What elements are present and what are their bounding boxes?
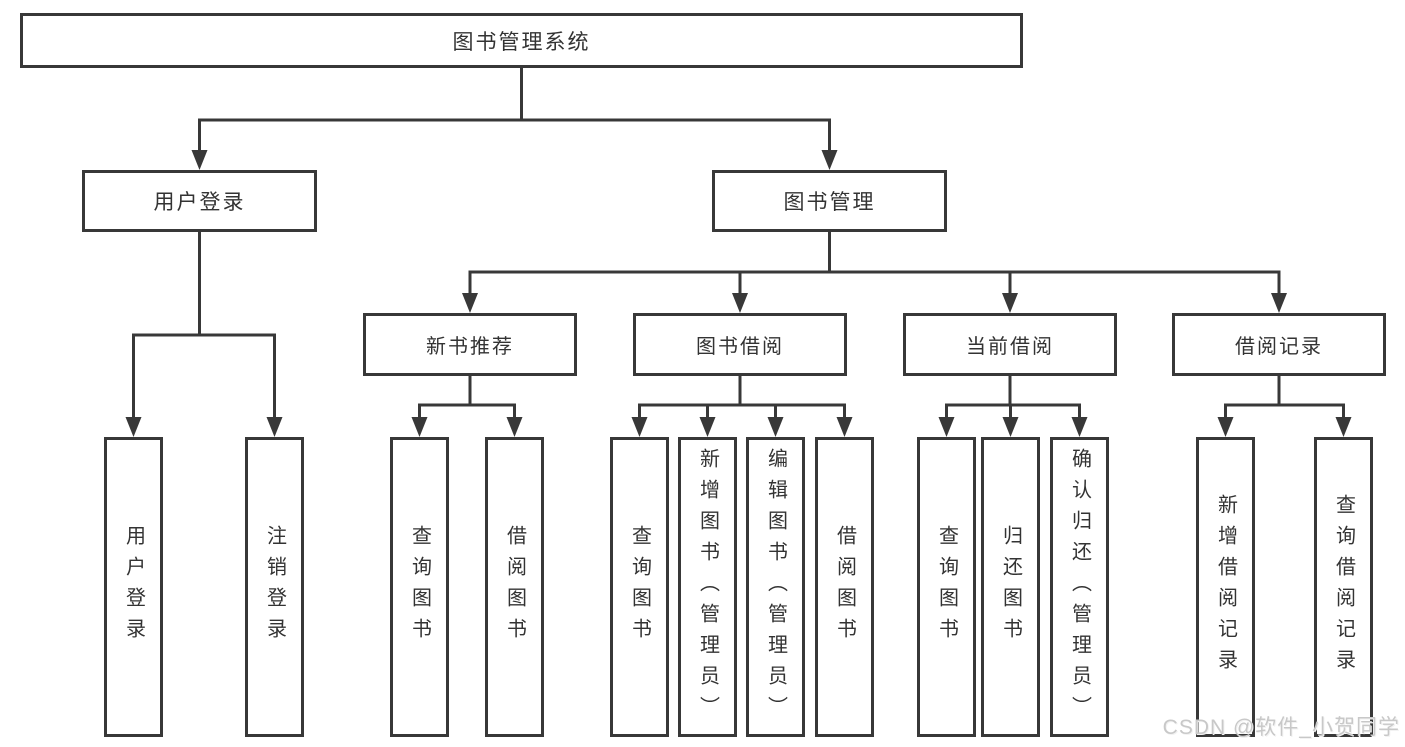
leaf-logout: 注销登录 — [245, 437, 304, 737]
connector-cur-bar — [945, 403, 1081, 420]
arrowhead-current-borrowing — [1002, 293, 1018, 313]
node-label: 图书借阅 — [696, 336, 784, 358]
leaf-label: 注销登录 — [263, 525, 286, 649]
node-book-borrowing: 图书借阅 — [633, 313, 847, 376]
leaf-label: 编辑图书（管理员） — [764, 447, 787, 727]
leaf-label: 查询借阅记录 — [1332, 494, 1355, 680]
arrowhead-bor-edit-books — [767, 417, 784, 437]
leaf-label: 用户登录 — [122, 525, 145, 649]
arrowhead-bor-borrow-books — [836, 417, 853, 437]
leaf-borrowing-edit-books-admin: 编辑图书（管理员） — [746, 437, 805, 737]
node-label: 当前借阅 — [966, 336, 1054, 358]
node-new-book-recommend: 新书推荐 — [363, 313, 577, 376]
leaf-label: 查询图书 — [935, 525, 958, 649]
node-borrowing-records: 借阅记录 — [1172, 313, 1386, 376]
arrowhead-login-logout — [266, 417, 283, 437]
arrowhead-bor-query-books — [631, 417, 648, 437]
leaf-label: 归还图书 — [999, 525, 1022, 649]
arrowhead-login-user-login — [125, 417, 142, 437]
node-library-management-system: 图书管理系统 — [20, 13, 1023, 68]
connector-log-bar — [1224, 403, 1345, 420]
arrowhead-cur-confirm-return — [1071, 417, 1088, 437]
arrowhead-nbr-borrow-books — [506, 417, 523, 437]
leaf-label: 确认归还（管理员） — [1068, 447, 1091, 727]
node-label: 图书管理系统 — [452, 30, 591, 54]
leaf-label: 新增借阅记录 — [1214, 494, 1237, 680]
node-current-borrowing: 当前借阅 — [903, 313, 1117, 376]
leaf-label: 查询图书 — [628, 525, 651, 649]
leaf-records-query-borrow-record: 查询借阅记录 — [1314, 437, 1373, 737]
arrowhead-new-book-recommend — [462, 293, 478, 313]
leaf-user-login: 用户登录 — [104, 437, 163, 737]
leaf-label: 新增图书（管理员） — [696, 447, 719, 727]
node-label: 新书推荐 — [426, 336, 514, 358]
leaf-records-add-borrow-record: 新增借阅记录 — [1196, 437, 1255, 737]
node-label: 借阅记录 — [1235, 336, 1323, 358]
arrowhead-book-management — [821, 150, 838, 170]
arrowhead-cur-return-books — [1002, 417, 1019, 437]
leaf-recommend-query-books: 查询图书 — [390, 437, 449, 737]
arrowhead-user-login — [191, 150, 208, 170]
node-label: 图书管理 — [783, 191, 876, 214]
leaf-recommend-borrow-books: 借阅图书 — [485, 437, 544, 737]
arrowhead-nbr-query-books — [411, 417, 428, 437]
arrowhead-cur-query-books — [938, 417, 955, 437]
arrowhead-bor-add-books — [699, 417, 716, 437]
leaf-current-confirm-return-admin: 确认归还（管理员） — [1050, 437, 1109, 737]
leaf-label: 借阅图书 — [833, 525, 856, 649]
arrowhead-borrowing-records — [1271, 293, 1287, 313]
node-book-management: 图书管理 — [712, 170, 947, 232]
csdn-watermark: CSDN @软件_小贺同学 — [1162, 716, 1400, 739]
leaf-label: 借阅图书 — [503, 525, 526, 649]
connector-login-bar — [132, 333, 276, 420]
leaf-current-query-books: 查询图书 — [917, 437, 976, 737]
leaf-borrowing-query-books: 查询图书 — [610, 437, 669, 737]
connector-bor-bar — [638, 403, 846, 420]
node-user-login: 用户登录 — [82, 170, 317, 232]
leaf-borrowing-borrow-books: 借阅图书 — [815, 437, 874, 737]
arrowhead-log-query-record — [1335, 417, 1352, 437]
connector-nbr-bar — [418, 403, 516, 420]
arrowhead-book-borrowing — [732, 293, 748, 313]
connector-root-bar — [198, 118, 831, 152]
leaf-label: 查询图书 — [408, 525, 431, 649]
arrowhead-log-add-record — [1217, 417, 1234, 437]
leaf-current-return-books: 归还图书 — [981, 437, 1040, 737]
connector-mgmt-bar — [468, 270, 1281, 295]
node-label: 用户登录 — [153, 191, 246, 214]
leaf-borrowing-add-books-admin: 新增图书（管理员） — [678, 437, 737, 737]
